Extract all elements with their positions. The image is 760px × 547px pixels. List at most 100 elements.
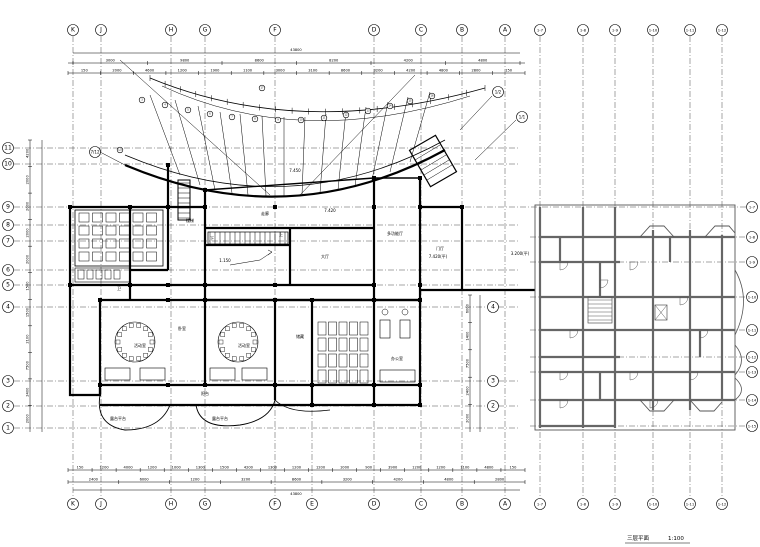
arc-mark-label-11: 13: [366, 110, 370, 113]
arc-ticks: [149, 75, 486, 115]
marker-a-bubble: [492, 86, 504, 98]
dim-value: 2400: [466, 386, 470, 396]
arc-mark-label-2: 4: [164, 104, 166, 107]
dim-value: 8600: [255, 59, 265, 63]
column: [273, 205, 277, 209]
col-top-1-label: J: [99, 27, 102, 34]
col-top-0-bubble: [67, 24, 79, 36]
row-left-0-label: 11: [4, 145, 12, 152]
dim-value: 2000: [112, 69, 122, 73]
desk: [105, 238, 117, 249]
dim-total-top: 43800: [290, 48, 302, 52]
desk: [105, 251, 117, 262]
dim-value: 9800: [180, 59, 190, 63]
row-left-5-bubble: [2, 264, 14, 276]
desk-grid-left: [74, 209, 164, 283]
chair: [122, 326, 127, 331]
dim-value: 3200: [343, 478, 353, 482]
marker-c-label: 7/12: [91, 150, 100, 155]
column: [460, 205, 464, 209]
arc-mark-label-15: 17: [260, 87, 264, 90]
row-right-0-bubble: [746, 201, 758, 213]
col-top-4-bubble: [269, 24, 281, 36]
col-bot-2-bubble: [165, 498, 177, 510]
col-bot-9-bubble: [499, 498, 511, 510]
desk: [349, 353, 358, 368]
arc-mark-label-7: 9: [277, 119, 279, 122]
desk-block-middle: [317, 321, 369, 384]
arc-mark-label-4: 6: [209, 113, 211, 116]
elev-1: 7.450: [289, 168, 301, 173]
arc-mark-3: [184, 106, 192, 114]
row-right-2-label: 1-9: [749, 260, 756, 265]
column: [418, 176, 422, 180]
column: [203, 383, 207, 387]
row-mid-0-label: 4: [491, 304, 495, 311]
chair: [136, 323, 141, 328]
dim-value: 8200: [329, 59, 339, 63]
row-mid-0-bubble: [487, 301, 499, 313]
column: [418, 403, 422, 407]
col-top-13-bubble: [647, 24, 659, 36]
column: [68, 283, 72, 287]
desk: [78, 225, 90, 236]
col-bot-12-label: 1-9: [612, 502, 619, 507]
desk: [328, 337, 337, 352]
activity-room-right: 活动室: [209, 321, 268, 381]
col-bot-2-label: H: [169, 501, 174, 508]
desk: [328, 321, 337, 336]
dim-value: 2400: [89, 478, 99, 482]
chair: [225, 326, 230, 331]
dim-value: 6000: [466, 303, 470, 313]
row-left-1-bubble: [2, 158, 14, 170]
chair: [129, 356, 134, 361]
grid-bubbles-right: 1-71-81-91-101-111-121-131-141-15: [746, 201, 758, 432]
desk: [349, 337, 358, 352]
col-top-3-label: G: [203, 27, 208, 34]
row-right-5-label: 1-12: [748, 355, 757, 360]
dim-value: 2000: [26, 175, 30, 185]
row-left-8-label: 3: [6, 378, 10, 385]
column: [418, 205, 422, 209]
chair: [251, 332, 256, 337]
door-swing: [699, 329, 709, 339]
door-swing: [559, 261, 569, 271]
row-left-4-bubble: [2, 235, 14, 247]
row-right-7-bubble: [746, 394, 758, 406]
desk: [78, 212, 90, 223]
desks-mid: [317, 321, 369, 384]
column: [418, 383, 422, 387]
arc-mark-9: [320, 114, 328, 122]
desk: [317, 337, 327, 352]
desk: [119, 212, 130, 223]
dim-value: 4800: [484, 466, 494, 470]
column: [418, 283, 422, 287]
dim-value: 2000: [26, 254, 30, 264]
chair: [239, 323, 244, 328]
dim-value: 3200: [241, 478, 251, 482]
col-top-10-bubble: [534, 24, 546, 36]
dim-value: 1200: [436, 466, 446, 470]
desk: [338, 353, 348, 368]
arc-mark-14: [428, 92, 436, 100]
curved-facade: 1/2 1/1 7/12: [89, 59, 528, 198]
column: [166, 383, 170, 387]
desk: [92, 251, 103, 262]
door-swing: [569, 329, 579, 339]
col-bot-1-bubble: [95, 498, 107, 510]
column: [273, 298, 277, 302]
col-bot-11-bubble: [577, 498, 589, 510]
column: [166, 283, 170, 287]
arc-mark-1: [138, 96, 146, 104]
chair: [122, 353, 127, 358]
row-left-10-label: 1: [6, 425, 10, 432]
structural-columns: [68, 163, 464, 407]
dim-value: 1200: [178, 69, 188, 73]
column: [166, 298, 170, 302]
dim-value: 2100: [26, 334, 30, 344]
desk: [78, 251, 90, 262]
